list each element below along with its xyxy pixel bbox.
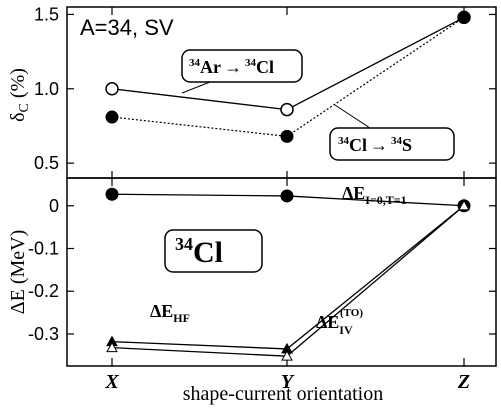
x-axis-title: shape-current orientation [183,383,383,405]
x-tick-label: Z [457,371,470,393]
bottom-y-axis-title: ΔE (MeV) [7,230,29,315]
bottom-series-1-series-line [111,205,465,350]
delta-e-hf-label: ΔEHF [150,301,190,325]
bottom-y-tick-label: -0.1 [28,239,59,259]
delta-e-iv-label: ΔEIV [316,312,353,337]
cl-s-leader-line [334,104,371,129]
ar-cl-leader-line [181,81,211,94]
top-series-0-point [105,82,119,96]
x-tick-label: Y [281,371,295,393]
bottom-series-0-point [280,189,294,203]
bottom-y-tick-label: -0.3 [28,324,59,344]
top-series-1-point [457,10,471,24]
bottom-series-group [105,187,471,361]
cl-s-label: 34Cl→34S [338,135,412,155]
ar-cl-label: 34Ar→34Cl [189,57,274,77]
top-series-1-point [280,129,294,143]
bottom-series-2-series-line [111,205,465,357]
bottom-y-tick-label: 0 [49,196,59,216]
delta-e-t1-label: ΔEI=0,T=1 [342,183,407,207]
nucleus-label-box [164,229,263,273]
bottom-panel-frame [66,177,497,367]
top-y-tick-label: 1.5 [34,4,59,24]
bottom-series-2-point [281,350,293,361]
top-series-1-point [105,110,119,124]
top-y-tick-label: 1.0 [34,79,59,99]
panel-label: A=34, SV [80,15,174,40]
ar-cl-label-box [181,49,303,83]
delta-e-iv-sup: (TO) [340,307,363,319]
top-series-group [105,10,471,143]
bottom-series-0-point [105,187,119,201]
top-y-ticks: 0.5 1.0 1.5 [34,4,496,173]
bottom-series-2-point [458,199,470,211]
top-y-axis-title: δC (%) [7,68,32,122]
bottom-y-ticks: 0 -0.1 -0.2 -0.3 [28,196,496,344]
x-ticks: X Y Z [104,7,470,393]
bottom-series-2-point [106,341,118,353]
x-tick-label: X [104,371,119,393]
bottom-y-tick-label: -0.2 [28,281,59,301]
top-y-tick-label: 0.5 [34,153,59,173]
nucleus-label: 34Cl [175,234,223,269]
top-series-0-point [280,102,294,117]
cl-s-label-box [329,127,455,161]
